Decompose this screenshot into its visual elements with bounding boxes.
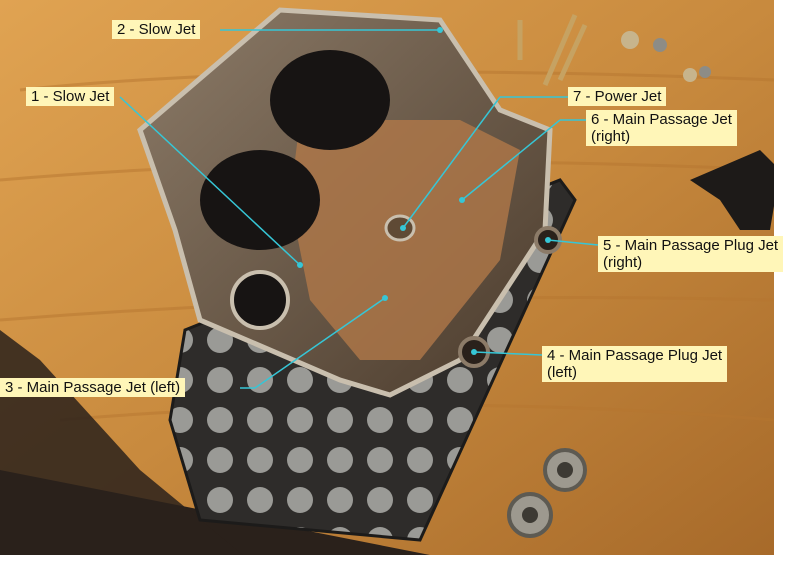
label-main-passage-plug-jet-right-5: 5 - Main Passage Plug Jet (right) xyxy=(598,236,784,272)
label-slow-jet-2: 2 - Slow Jet xyxy=(112,20,201,39)
leader-plug-left xyxy=(473,351,543,356)
label-main-passage-jet-right-6-line2: (right) xyxy=(591,128,631,145)
label-power-jet-7: 7 - Power Jet xyxy=(568,87,667,106)
callout-lines xyxy=(119,29,599,389)
loose-screw-4 xyxy=(699,66,711,78)
frame-bottom-margin xyxy=(0,555,800,569)
label-main-passage-plug-jet-right-5-line1: 5 - Main Passage Plug Jet xyxy=(603,237,779,254)
label-main-passage-plug-jet-right-5-line2: (right) xyxy=(603,254,643,271)
label-main-passage-jet-left-3-line1: 3 - Main Passage Jet (left) xyxy=(5,379,181,396)
brass-nut-2 xyxy=(507,492,553,538)
bore-upper xyxy=(270,50,390,150)
leader-power-jet-diag xyxy=(402,96,501,229)
bore-small xyxy=(230,270,290,330)
bore-lower xyxy=(200,150,320,250)
label-power-jet-7-line1: 7 - Power Jet xyxy=(573,88,662,105)
label-main-passage-jet-right-6: 6 - Main Passage Jet (right) xyxy=(586,110,737,146)
label-main-passage-plug-jet-left-4-line2: (left) xyxy=(547,364,577,381)
label-slow-jet-1-line1: 1 - Slow Jet xyxy=(31,88,110,105)
leader-plug-right xyxy=(547,239,599,246)
leader-main-jet-left-diag xyxy=(254,297,386,389)
frame-right-margin xyxy=(774,0,800,569)
black-part xyxy=(690,150,780,230)
label-main-passage-jet-right-6-line1: 6 - Main Passage Jet xyxy=(591,111,732,128)
brass-nut-1 xyxy=(543,448,587,492)
label-main-passage-plug-jet-left-4-line1: 4 - Main Passage Plug Jet xyxy=(547,347,723,364)
loose-jets xyxy=(517,14,588,86)
label-main-passage-plug-jet-left-4: 4 - Main Passage Plug Jet (left) xyxy=(542,346,728,382)
leader-slow-jet-1 xyxy=(119,96,301,266)
loose-screw-1 xyxy=(621,31,639,49)
loose-screw-3 xyxy=(683,68,697,82)
leader-main-jet-right-diag xyxy=(461,119,561,201)
label-slow-jet-1: 1 - Slow Jet xyxy=(26,87,115,106)
label-slow-jet-2-line1: 2 - Slow Jet xyxy=(117,21,196,38)
loose-screw-2 xyxy=(653,38,667,52)
callout-dots xyxy=(297,27,551,355)
label-main-passage-jet-left-3: 3 - Main Passage Jet (left) xyxy=(0,378,186,397)
